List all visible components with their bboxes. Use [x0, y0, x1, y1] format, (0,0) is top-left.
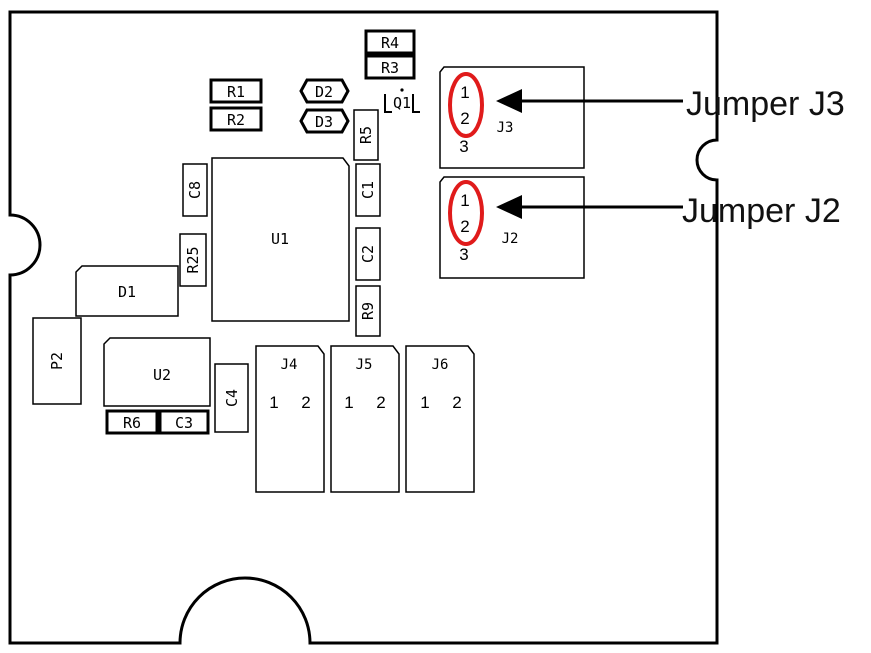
transistor-q1: Q1 [384, 88, 420, 113]
resistor-r6: R6 [105, 409, 159, 435]
component-outline [299, 108, 350, 134]
component-label: J4 [281, 357, 298, 373]
callout-label-j2: Jumper J2 [682, 192, 841, 230]
component-label: R2 [227, 111, 245, 129]
component-outline [103, 337, 211, 407]
component-label: 1 [269, 393, 278, 412]
component-outline [330, 345, 400, 493]
component-label: Q1 [393, 94, 411, 112]
component-label: J2 [502, 231, 519, 247]
component-outline [355, 227, 381, 281]
component-label: 1 [420, 393, 429, 412]
component-outline [364, 54, 416, 80]
diode-d3: D3 [299, 108, 350, 134]
component-label: R9 [359, 302, 377, 320]
resistor-r5: R5 [353, 109, 379, 161]
component-outline [209, 78, 263, 104]
component-label: C4 [223, 389, 241, 407]
component-outline [496, 89, 522, 113]
component-outline [384, 94, 420, 113]
component-outline [355, 163, 381, 217]
component-outline [255, 345, 325, 493]
diode-d2: D2 [299, 78, 350, 104]
component-label: C2 [359, 245, 377, 263]
callout-arrow-j3 [496, 89, 683, 113]
component-label: 1 [460, 191, 469, 210]
component-outline [32, 317, 82, 405]
component-label: C3 [175, 414, 193, 432]
component-label: U2 [153, 366, 171, 384]
component-label: J5 [356, 357, 373, 373]
component-outline [355, 285, 381, 337]
component-label: 2 [301, 393, 310, 412]
jumper-j4: J4 1 2 [255, 345, 325, 493]
component-outline [211, 157, 350, 322]
component-outline [75, 265, 179, 317]
component-label: D1 [118, 283, 136, 301]
component-label: D2 [315, 83, 333, 101]
ic-u1: U1 [211, 157, 350, 322]
component-label: R3 [381, 59, 399, 77]
capacitor-c2: C2 [355, 227, 381, 281]
resistor-r9: R9 [355, 285, 381, 337]
component-label: R1 [227, 83, 245, 101]
component-label: R4 [381, 34, 399, 52]
pin-highlight-j3 [448, 72, 484, 138]
ic-u2: U2 [103, 337, 211, 407]
component-label: 1 [344, 393, 353, 412]
component-outline [179, 233, 207, 287]
component-outline [158, 409, 210, 435]
component-label: R25 [184, 246, 202, 273]
jumper-j6: J6 1 2 [405, 345, 475, 493]
component-label: 1 [460, 83, 469, 102]
component-outline [439, 176, 585, 279]
component-outline [353, 109, 379, 161]
component-outline [439, 66, 585, 169]
component-label: 2 [452, 393, 461, 412]
component-outline [299, 78, 350, 104]
component-label: 2 [460, 109, 469, 128]
resistor-r3: R3 [364, 54, 416, 80]
resistor-r2: R2 [209, 106, 263, 132]
resistor-r1: R1 [209, 78, 263, 104]
connector-p2: P2 [32, 317, 82, 405]
component-label: 3 [459, 137, 468, 156]
component-label: 2 [376, 393, 385, 412]
component-label: J3 [497, 120, 514, 136]
resistor-r4: R4 [364, 29, 416, 55]
component-outline [182, 163, 208, 217]
capacitor-c8: C8 [182, 163, 208, 217]
component-outline [209, 106, 263, 132]
jumper-j5: J5 1 2 [330, 345, 400, 493]
resistor-r25: R25 [179, 233, 207, 287]
diode-d1: D1 [75, 265, 179, 317]
component-label: R5 [357, 126, 375, 144]
jumper-j2: 1 2 3 J2 [439, 176, 585, 279]
component-outline [364, 29, 416, 55]
component-label: U1 [271, 230, 289, 248]
callout-label-j3: Jumper J3 [686, 85, 845, 123]
component-outline [214, 363, 249, 433]
component-outline [105, 409, 159, 435]
component-label: 3 [459, 245, 468, 264]
component-outline [405, 345, 475, 493]
component-label: C8 [186, 181, 204, 199]
component-label: 2 [460, 217, 469, 236]
capacitor-c4: C4 [214, 363, 249, 433]
component-outline [496, 195, 522, 219]
component-label: C1 [359, 181, 377, 199]
callout-arrow-j2 [496, 195, 683, 219]
capacitor-c3: C3 [158, 409, 210, 435]
component-label: R6 [123, 414, 141, 432]
component-label: D3 [315, 113, 333, 131]
component-label: P2 [48, 352, 66, 370]
pin-highlight-j2 [448, 180, 484, 246]
jumper-j3: 1 2 3 J3 [439, 66, 585, 169]
component-label: J6 [432, 357, 449, 373]
capacitor-c1: C1 [355, 163, 381, 217]
component-outline [400, 88, 404, 92]
